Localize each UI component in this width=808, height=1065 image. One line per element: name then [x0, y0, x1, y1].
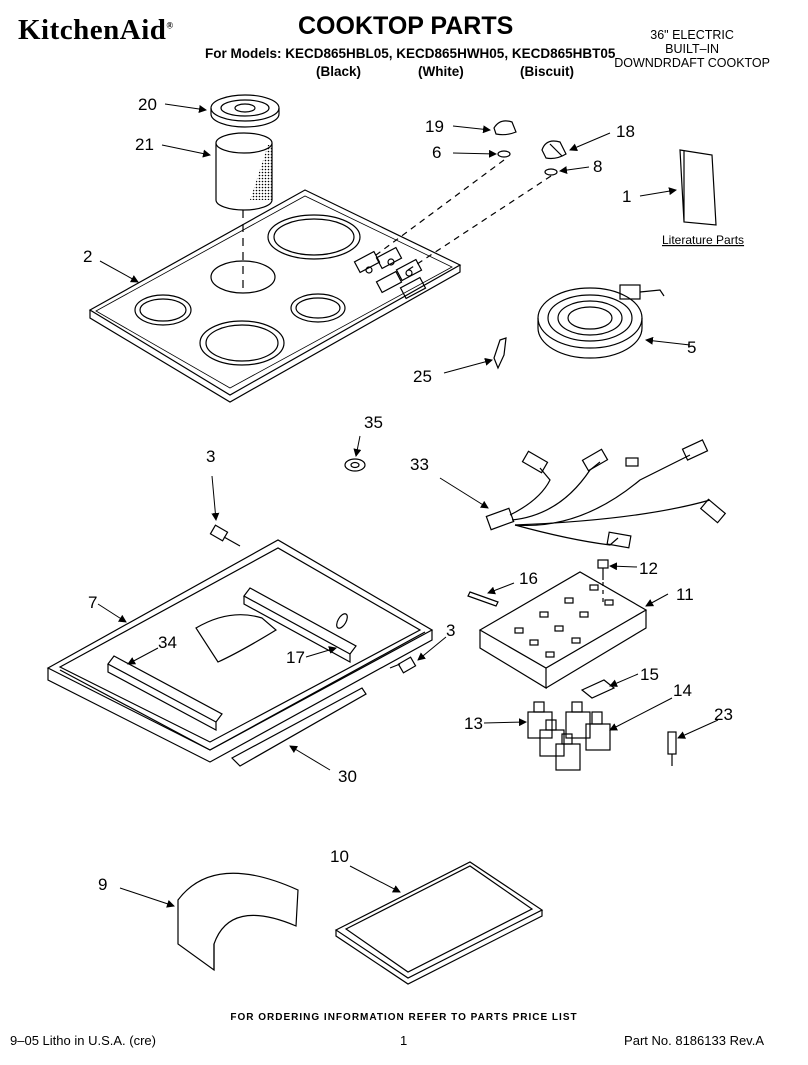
page-title: COOKTOP PARTS: [298, 12, 514, 40]
washer-part-8: [544, 168, 558, 176]
callout-17: 17: [286, 648, 305, 667]
callout-3-top: 3: [206, 447, 215, 466]
screw-part-3-top: [209, 524, 241, 547]
wire-harness-part-33: [485, 439, 727, 549]
callout-16: 16: [519, 569, 538, 588]
litho-note: 9–05 Litho in U.S.A. (cre): [10, 1033, 156, 1048]
ordering-note: FOR ORDERING INFORMATION REFER TO PARTS …: [230, 1012, 578, 1023]
screw-part-12: [597, 559, 609, 606]
product-description: 36" ELECTRIC BUILT–IN DOWNDRDAFT COOKTOP: [614, 28, 770, 70]
plate-part-15: [580, 679, 616, 699]
callout-3-right: 3: [446, 621, 455, 640]
switches-part-13-14: [527, 701, 611, 771]
bracket-part-17: [243, 587, 357, 664]
literature-part-1: [679, 149, 717, 226]
callout-15: 15: [640, 665, 659, 684]
canister-part-21: [215, 132, 273, 211]
filter-part-20: [210, 94, 280, 128]
cooktop-glass-part-2: [88, 189, 462, 403]
callout-2: 2: [83, 247, 92, 266]
skirt-part-9: [177, 872, 299, 972]
description-line-1: 36" ELECTRIC: [650, 28, 734, 42]
finish-white: (White): [418, 64, 464, 79]
models-line: For Models: KECD865HBL05, KECD865HWH05, …: [205, 46, 616, 61]
probe-part-23: [667, 731, 677, 766]
description-line-3: DOWNDRDAFT COOKTOP: [614, 56, 770, 70]
part-number: Part No. 8186133 Rev.A: [624, 1033, 764, 1048]
description-line-2: BUILT–IN: [665, 42, 720, 56]
callout-18: 18: [616, 122, 635, 141]
callout-23: 23: [714, 705, 733, 724]
callout-21: 21: [135, 135, 154, 154]
washer-part-6: [497, 150, 511, 158]
callout-35: 35: [364, 413, 383, 432]
callout-25: 25: [413, 367, 432, 386]
brand-name: KitchenAid: [18, 14, 167, 46]
callout-7: 7: [88, 593, 97, 612]
brand-logo: KitchenAid®: [18, 14, 174, 46]
callout-5: 5: [687, 338, 696, 357]
trim-strip-part-30: [231, 687, 367, 767]
tray-part-10: [334, 861, 544, 985]
callout-9: 9: [98, 875, 107, 894]
knob-part-19: [493, 120, 517, 136]
callout-34: 34: [158, 633, 177, 652]
literature-parts-label: Literature Parts: [662, 233, 744, 247]
knob-part-18: [541, 140, 567, 160]
callout-13: 13: [464, 714, 483, 733]
callout-12: 12: [639, 559, 658, 578]
callout-6: 6: [432, 143, 441, 162]
bracket-part-34: [107, 655, 223, 732]
grommet-part-35: [344, 458, 366, 472]
screw-part-3-right: [389, 656, 417, 674]
finish-black: (Black): [316, 64, 362, 79]
base-pan-part-7: [46, 539, 434, 763]
callout-8: 8: [593, 157, 602, 176]
callout-10: 10: [330, 847, 349, 866]
callout-14: 14: [673, 681, 692, 700]
clip-part-25: [493, 337, 507, 370]
callout-30: 30: [338, 767, 357, 786]
callout-20: 20: [138, 95, 157, 114]
finish-biscuit: (Biscuit): [520, 64, 574, 79]
callout-19: 19: [425, 117, 444, 136]
callout-33: 33: [410, 455, 429, 474]
page-number: 1: [400, 1033, 408, 1048]
control-bracket-part-11: [478, 571, 648, 690]
callout-11: 11: [676, 585, 694, 604]
callout-1: 1: [622, 187, 631, 206]
strip-part-16: [467, 591, 499, 607]
heating-element-part-5: [537, 284, 665, 359]
